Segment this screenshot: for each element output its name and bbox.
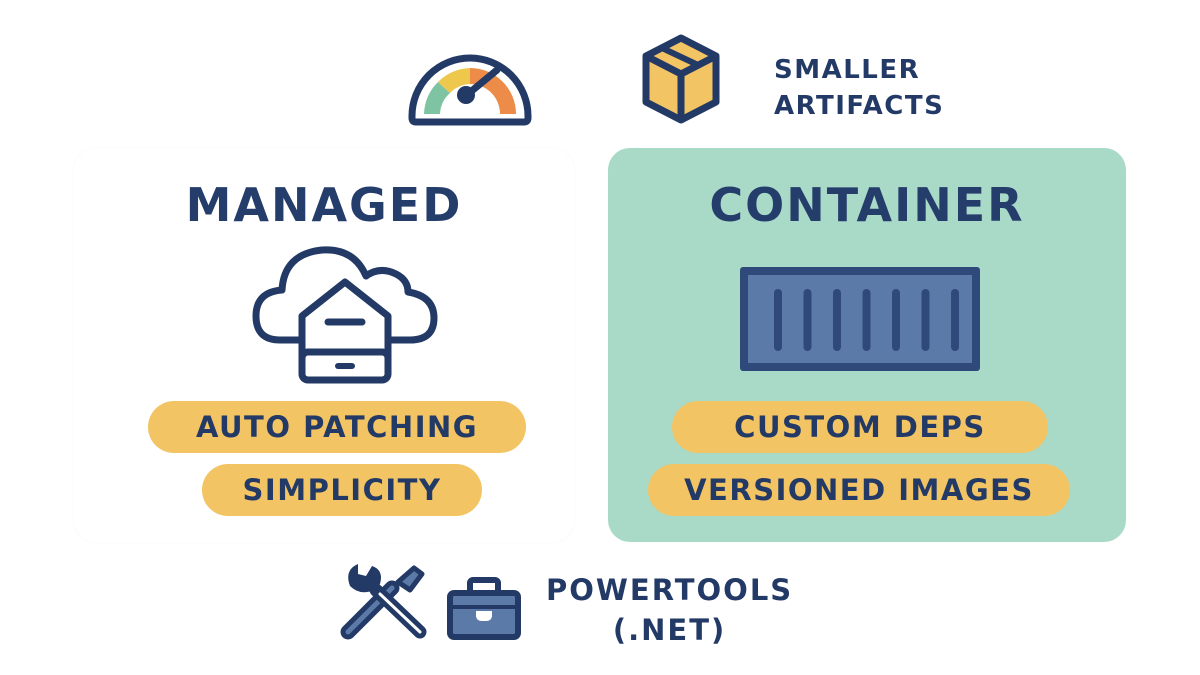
managed-title: MANAGED [185, 178, 463, 232]
versioned-images-pill: VERSIONED IMAGES [648, 464, 1070, 516]
smaller-artifacts-line2: ARTIFACTS [774, 91, 945, 121]
wrench-screwdriver-icon [340, 564, 427, 640]
container-title: CONTAINER [709, 178, 1025, 232]
cloud-server-icon [252, 246, 438, 384]
container-rib [921, 289, 930, 351]
auto-patching-pill: AUTO PATCHING [148, 401, 526, 453]
simplicity-pill: SIMPLICITY [202, 464, 482, 516]
container-rib [892, 289, 900, 351]
package-box-icon [642, 34, 720, 124]
smaller-artifacts-label: SMALLER ARTIFACTS [774, 52, 944, 124]
container-rib [803, 289, 812, 351]
smaller-artifacts-line1: SMALLER [774, 55, 921, 85]
powertools-line2: (.NET) [612, 613, 727, 647]
container-rib [862, 289, 871, 351]
custom-deps-pill: CUSTOM DEPS [672, 401, 1048, 453]
speedometer-gauge-icon [408, 54, 532, 126]
shipping-container-icon [740, 267, 980, 371]
toolbox-icon [447, 577, 521, 640]
container-rib [774, 289, 782, 351]
powertools-label: POWERTOOLS (.NET) [546, 570, 793, 650]
managed-panel: MANAGED AUTO PATCHING SIMPLICITY [74, 148, 574, 542]
container-rib [951, 289, 959, 351]
container-rib [833, 289, 841, 351]
powertools-line1: POWERTOOLS [546, 573, 794, 607]
